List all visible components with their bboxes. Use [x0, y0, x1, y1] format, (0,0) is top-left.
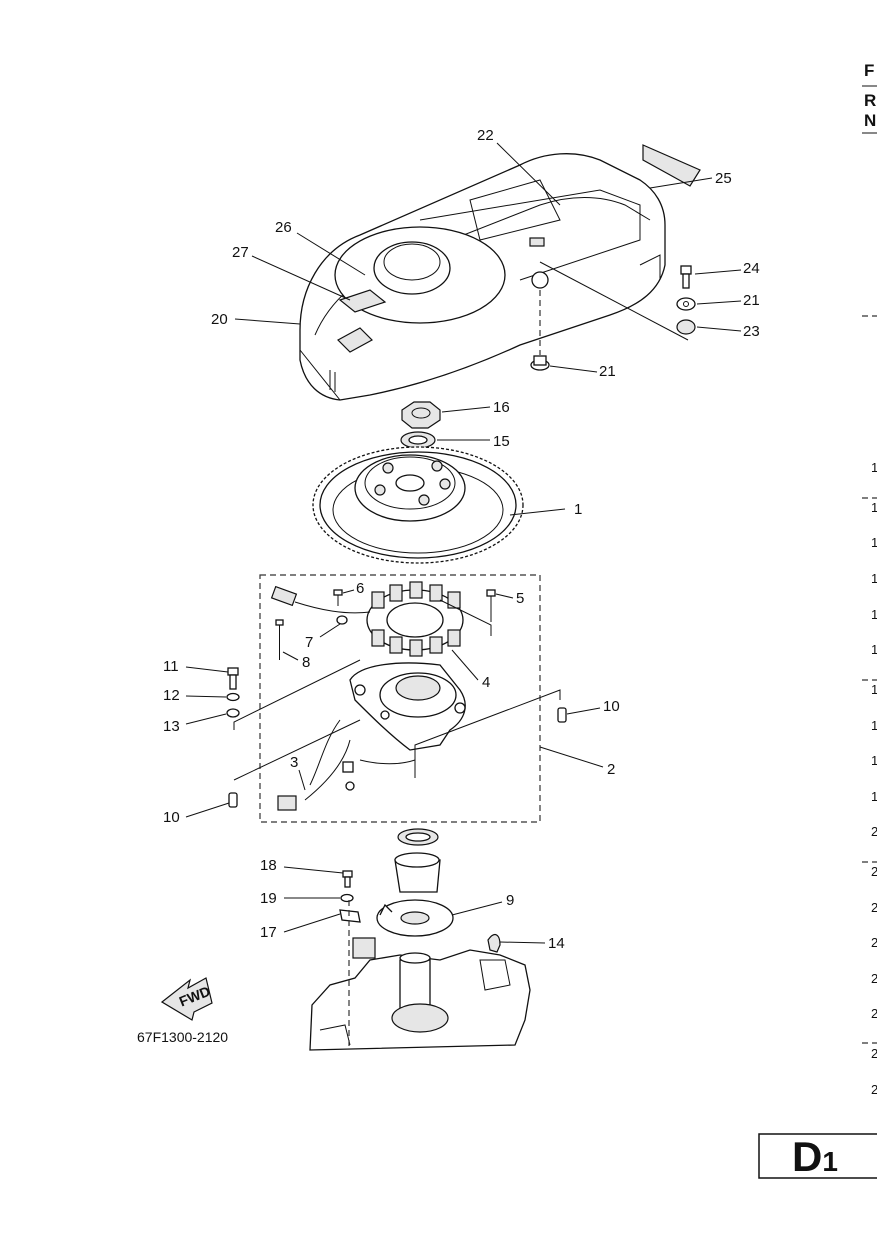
washer-19 [340, 893, 354, 903]
cropped-parts-table: F R N 1 1 1 1 1 1 1 1 1 1 2 2 2 2 2 2 2 … [862, 61, 877, 1097]
edge-row: 2 [871, 971, 877, 986]
edge-row: 1 [871, 642, 877, 657]
callout-15: 15 [493, 433, 510, 450]
bolt-11 [227, 667, 239, 690]
callout-3: 3 [290, 754, 298, 771]
edge-row: 2 [871, 1006, 877, 1021]
drawing-code: 67F1300-2120 [137, 1029, 228, 1045]
callout-2: 2 [607, 761, 615, 778]
callout-labels: 22 25 26 27 20 24 21 23 21 16 15 1 6 5 7… [163, 127, 760, 952]
callout-18: 18 [260, 857, 277, 874]
edge-row: 1 [871, 682, 877, 697]
edge-row: 1 [871, 607, 877, 622]
screw-6 [333, 589, 343, 606]
callout-10-left: 10 [163, 809, 180, 826]
sleeve [394, 852, 441, 893]
edge-row: 1 [871, 571, 877, 586]
callout-11: 11 [163, 658, 179, 675]
edge-row: 2 [871, 1046, 877, 1061]
callout-22: 23 [743, 323, 760, 340]
stator-base [349, 662, 466, 751]
callout-12: 12 [163, 687, 180, 704]
bolt-5 [486, 589, 496, 622]
fwd-arrow-icon: FWD [160, 977, 213, 1021]
stator-assembly-outline [259, 574, 541, 823]
edge-row: 1 [871, 718, 877, 733]
edge-row: 1 [871, 460, 877, 475]
grommet-21-lower [530, 355, 550, 371]
page-id-letter: D [792, 1133, 822, 1180]
edge-letter-r: R [864, 91, 876, 110]
dowel-10-left [228, 792, 238, 808]
edge-row: 2 [871, 864, 877, 879]
callout-6: 6 [356, 580, 364, 597]
callout-16: 16 [493, 399, 510, 416]
bolt-18 [342, 870, 353, 888]
callout-23: 24 [743, 260, 760, 277]
edge-letter-f: F [864, 61, 874, 80]
grommet-22 [676, 319, 696, 335]
edge-row: 1 [871, 500, 877, 515]
washer-13 [226, 708, 240, 718]
callout-20: 20 [211, 311, 228, 328]
callout-21-lower: 21 [599, 363, 616, 380]
callout-4: 4 [482, 674, 490, 691]
flywheel-cover [299, 153, 666, 401]
page-id-number: 1 [822, 1146, 838, 1177]
leader-lines [185, 142, 742, 944]
callout-25: 25 [715, 170, 732, 187]
dowel-10-right [557, 707, 567, 723]
callout-14: 14 [548, 935, 565, 952]
edge-row: 1 [871, 535, 877, 550]
nut-16 [401, 401, 441, 429]
edge-row: 2 [871, 824, 877, 839]
callout-8: 8 [302, 654, 310, 671]
key-14 [487, 933, 501, 953]
screw-8 [275, 619, 284, 660]
edge-letter-n: N [864, 111, 876, 130]
callout-9: 9 [506, 892, 514, 909]
edge-row: 2 [871, 900, 877, 915]
callout-1: 1 [574, 501, 582, 518]
flywheel-rotor [312, 446, 524, 564]
edge-row: 2 [871, 935, 877, 950]
wire-harness [277, 719, 416, 811]
callout-17: 17 [260, 924, 277, 941]
callout-21-upper: 21 [743, 292, 760, 309]
engine-block [309, 937, 531, 1051]
edge-row: 2 [871, 1082, 877, 1097]
pulser-coil [270, 585, 371, 625]
washer-15 [400, 431, 436, 449]
plate-9 [376, 899, 454, 937]
page-id-box: D1 [758, 1133, 877, 1180]
stator-coil [366, 581, 464, 657]
callout-7: 7 [305, 634, 313, 651]
washer-12 [226, 692, 240, 702]
callout-19: 19 [260, 890, 277, 907]
svg-text:D1: D1 [792, 1133, 838, 1180]
callout-26: 26 [275, 219, 292, 236]
edge-row: 1 [871, 753, 877, 768]
bolt-23 [680, 265, 692, 289]
callout-5: 5 [516, 590, 524, 607]
bracket-17 [339, 909, 361, 923]
callout-10-right: 10 [603, 698, 620, 715]
edge-row: 1 [871, 789, 877, 804]
collar-21-upper [676, 297, 696, 311]
callout-24: 22 [477, 127, 494, 144]
callout-13: 13 [163, 718, 180, 735]
collar-upper [397, 828, 439, 846]
label-25 [642, 144, 701, 187]
callout-27: 27 [232, 244, 249, 261]
